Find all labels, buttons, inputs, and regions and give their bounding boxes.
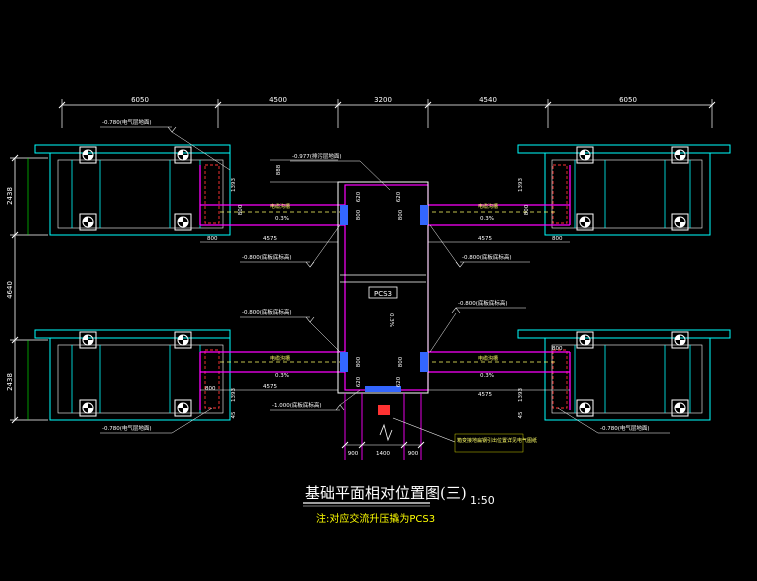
elev-0800-br: -0.800(底板底标高) xyxy=(458,299,508,307)
dim-left-3: 2438 xyxy=(6,373,14,391)
dim-bottom-2: 1400 xyxy=(376,451,390,457)
central-pcs-pit: PCS3 0.3% 620 620 800 800 800 800 620 62… xyxy=(270,159,429,394)
pile-marker xyxy=(79,331,97,349)
title-block: 基础平面相对位置图(三) 1:50 注:对应交流升压撬为PCS3 xyxy=(303,484,495,525)
dim-left-2: 4640 xyxy=(6,281,14,299)
elev-0800-bl: -0.800(底板底标高) xyxy=(242,308,292,316)
skid-bottom-right xyxy=(517,329,731,421)
dim-4575-br: 4575 xyxy=(478,392,492,398)
pile-marker xyxy=(174,331,192,349)
pile-marker xyxy=(576,399,594,417)
drawing-scale: 1:50 xyxy=(470,494,495,507)
dim-left-1: 2438 xyxy=(6,187,14,205)
bottom-dimension-chain: 900 1400 900 xyxy=(341,393,425,460)
dim-top-1: 6050 xyxy=(131,96,149,104)
trench-dashed-centerlines xyxy=(220,211,555,363)
grounding-note: 箱变接地扁钢引出位置详见电气图纸 xyxy=(457,437,537,444)
skid-bottom-left xyxy=(34,329,231,421)
pile-marker xyxy=(79,213,97,231)
pile-marker xyxy=(174,399,192,417)
slope-label-tr: 0.3% xyxy=(480,216,494,222)
pile-marker xyxy=(576,146,594,164)
dim-800-vtl: 800 xyxy=(238,204,244,215)
dim-top-5: 6050 xyxy=(619,96,637,104)
dim-45-bl: 45 xyxy=(231,411,237,418)
dim-888: 888 xyxy=(276,164,282,175)
dim-800-bl: 800 xyxy=(205,386,216,392)
dim-45-br: 45 xyxy=(518,411,524,418)
dim-bottom-1: 900 xyxy=(348,451,359,457)
dim-4575-tl: 4575 xyxy=(263,236,277,242)
drawing-note: 注:对应交流升压撬为PCS3 xyxy=(316,512,435,525)
dim-top-2: 4500 xyxy=(269,96,287,104)
dim-800-tr: 800 xyxy=(552,236,563,242)
top-dimension-chain: 6050 4500 3200 4540 6050 xyxy=(58,96,716,128)
dim-top-3: 3200 xyxy=(374,96,392,104)
slope-label-br: 0.3% xyxy=(480,373,494,379)
left-dimension-chain: 2438 4640 2438 xyxy=(6,154,48,424)
skid-top-left xyxy=(34,144,231,236)
trench-dimensions xyxy=(200,241,570,391)
dim-bottom-3: 900 xyxy=(408,451,419,457)
dim-1393-bl: 1393 xyxy=(231,388,237,402)
trench-labels: 电缆沟槽 0.3% 电缆沟槽 0.3% 电缆沟槽 0.3% 电缆沟槽 0.3% xyxy=(270,203,498,379)
dim-800-a: 800 xyxy=(356,209,362,220)
elev-0800-tr: -0.800(底板底标高) xyxy=(462,253,512,261)
drawing-title: 基础平面相对位置图(三) xyxy=(305,484,467,502)
grounding-leader: 箱变接地扁钢引出位置详见电气图纸 xyxy=(392,417,537,453)
dim-800-b: 800 xyxy=(398,209,404,220)
pile-marker xyxy=(174,213,192,231)
pit-slope-label: 0.3% xyxy=(388,313,394,327)
elevation-callouts: -0.780(电气层地面) -0.977(排污层地面) -0.800(底板底标高… xyxy=(100,118,670,434)
pile-marker xyxy=(671,213,689,231)
pile-marker xyxy=(79,146,97,164)
duct-label-br: 电缆沟槽 xyxy=(478,355,498,362)
dim-top-4: 4540 xyxy=(479,96,497,104)
dim-620-d: 620 xyxy=(396,376,402,387)
pcs-label: PCS3 xyxy=(374,290,392,298)
dim-800-br: 800 xyxy=(552,346,563,352)
dim-1393-tr: 1393 xyxy=(518,178,524,192)
elev-0800-tl: -0.800(底板底标高) xyxy=(242,253,292,261)
dim-1393-tl: 1393 xyxy=(231,178,237,192)
pile-marker xyxy=(671,399,689,417)
pile-marker xyxy=(576,331,594,349)
elev-0780-tl: -0.780(电气层地面) xyxy=(102,118,152,126)
pile-marker xyxy=(671,331,689,349)
dim-800-vtr: 800 xyxy=(524,204,530,215)
pile-marker xyxy=(174,146,192,164)
elev-1000: -1.000(底板底标高) xyxy=(272,401,322,409)
cable-trenches xyxy=(199,165,571,410)
dim-4575-tr: 4575 xyxy=(478,236,492,242)
dim-1393-br: 1393 xyxy=(518,388,524,402)
slope-label-bl: 0.3% xyxy=(275,373,289,379)
dim-4575-bl: 4575 xyxy=(263,384,277,390)
pile-marker xyxy=(79,399,97,417)
dim-620-b: 620 xyxy=(396,191,402,202)
dim-800-d: 800 xyxy=(398,356,404,367)
dim-620-a: 620 xyxy=(356,191,362,202)
elev-0977: -0.977(排污层地面) xyxy=(292,152,342,160)
dim-800-tl: 800 xyxy=(207,236,218,242)
dim-620-c: 620 xyxy=(356,376,362,387)
elev-0780-bl: -0.780(电气层地面) xyxy=(102,424,152,432)
dim-800-c: 800 xyxy=(356,356,362,367)
skid-top-right xyxy=(517,144,731,236)
elev-0780-br: -0.780(电气层地面) xyxy=(600,424,650,432)
duct-label-bl: 电缆沟槽 xyxy=(270,355,290,362)
slope-label-tl: 0.3% xyxy=(275,216,289,222)
pile-marker xyxy=(576,213,594,231)
duct-label-tr: 电缆沟槽 xyxy=(478,203,498,210)
duct-label-tl: 电缆沟槽 xyxy=(270,203,290,210)
pile-marker xyxy=(671,146,689,164)
